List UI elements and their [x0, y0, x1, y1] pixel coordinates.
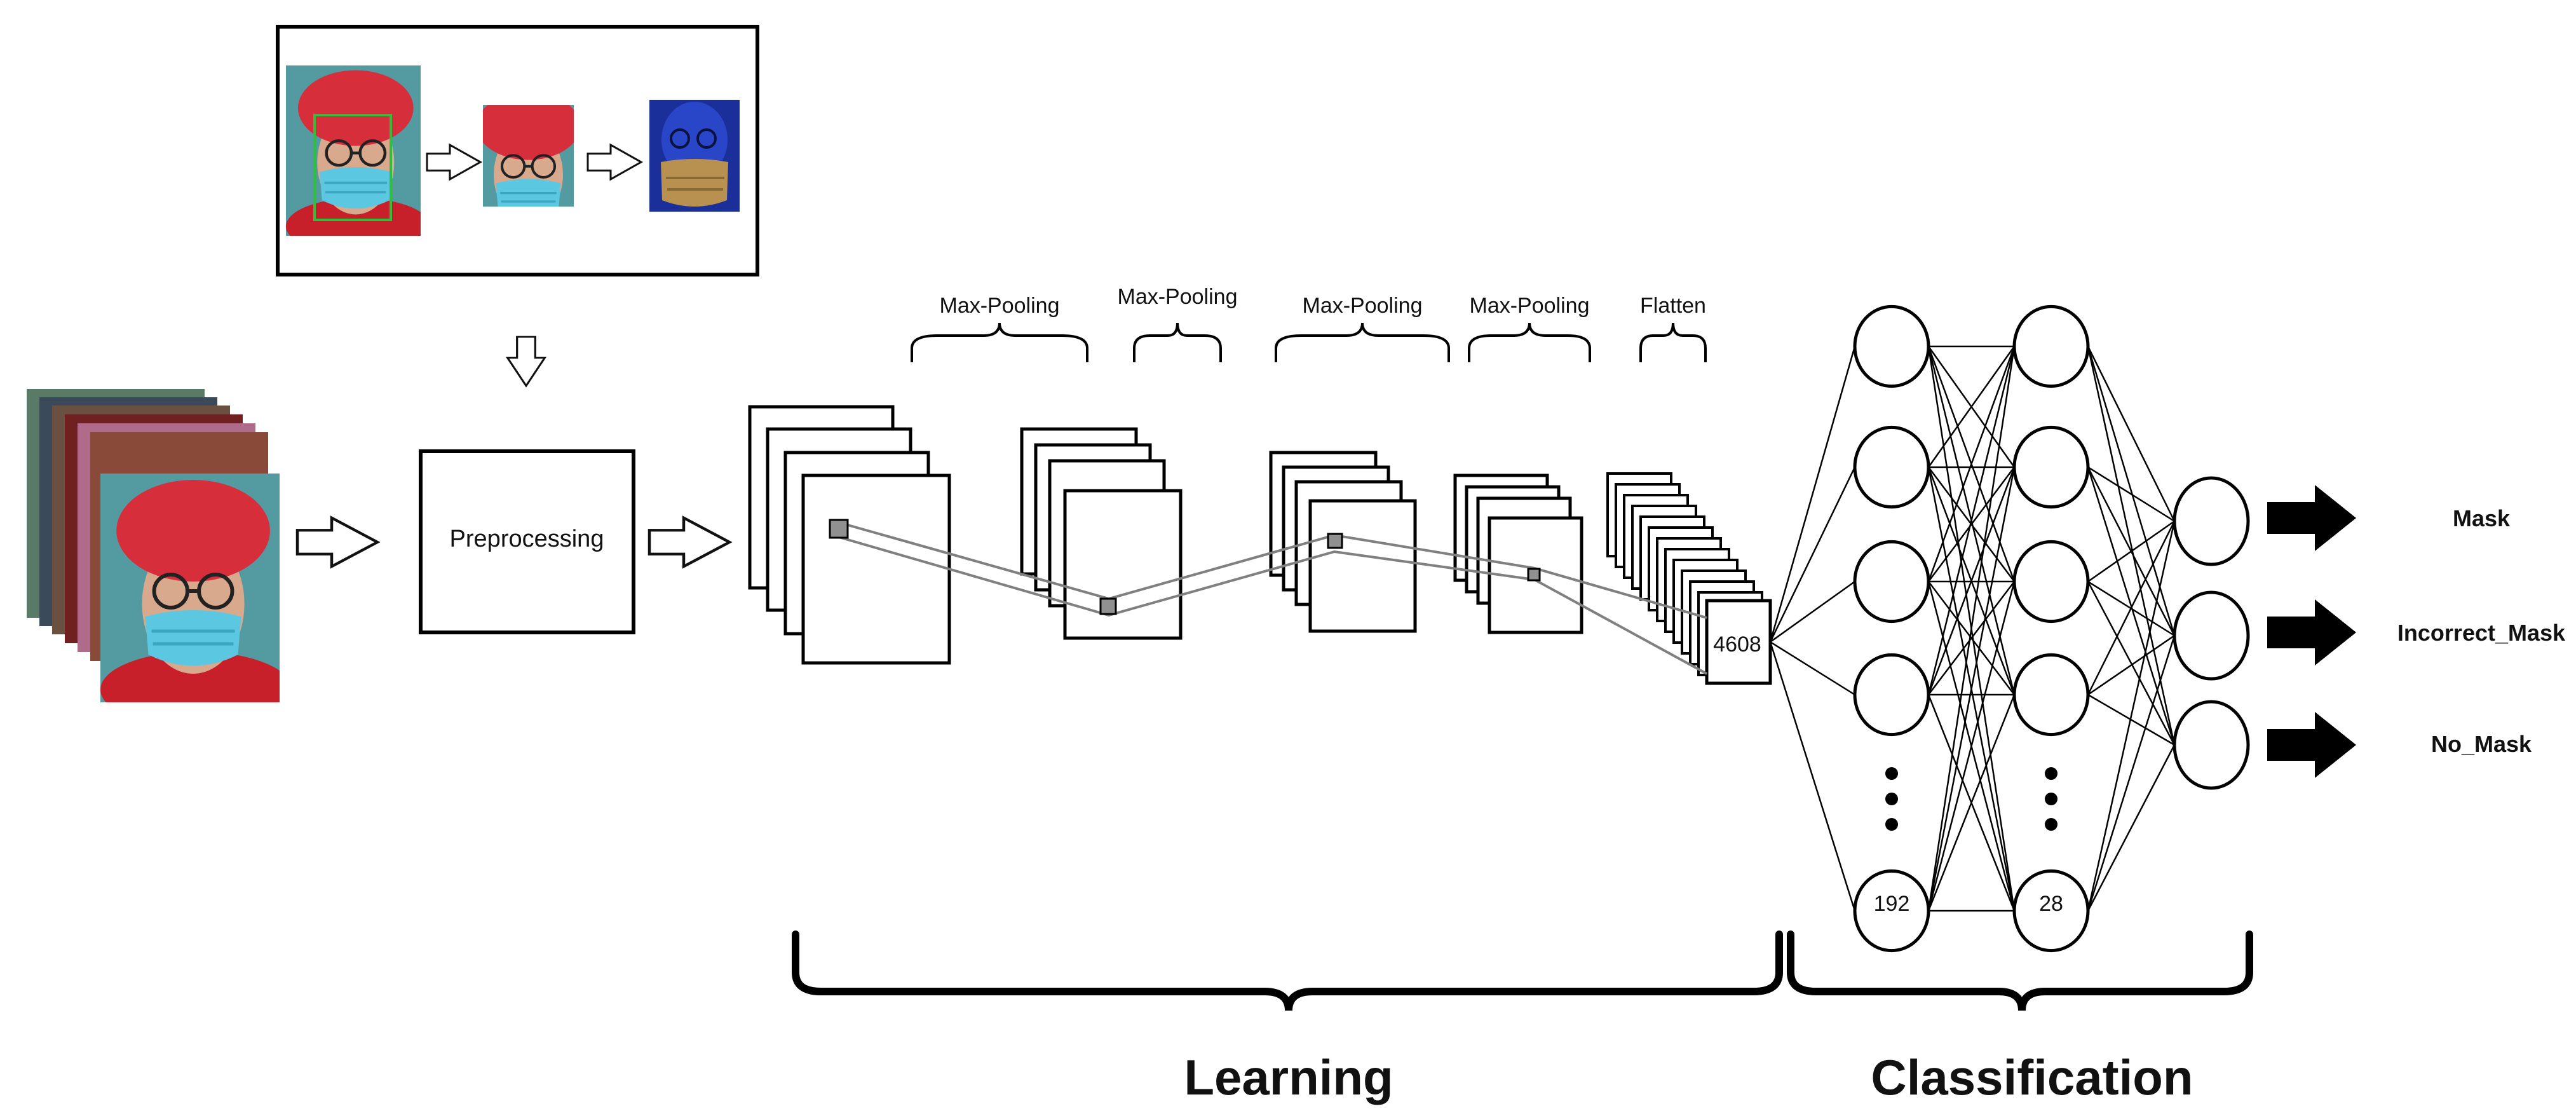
neuron-node — [1853, 304, 1930, 388]
connection-line — [1927, 346, 2016, 695]
ellipsis-dots-2 — [2045, 767, 2057, 831]
connection-line — [1927, 346, 2016, 582]
flatten-vector — [1705, 599, 1772, 685]
connection-line — [1770, 580, 1855, 643]
output-layer — [2173, 476, 2250, 790]
neuron-node — [2012, 425, 2090, 509]
neuron-node — [1853, 425, 1930, 509]
output-node — [2173, 700, 2250, 790]
conv-block-4 — [1453, 474, 1583, 634]
preprocessing-box — [419, 449, 635, 634]
bold-arrow-icon — [2267, 712, 2356, 778]
bold-arrow-icon — [2267, 599, 2356, 665]
max-pooling-label-2: Max-Pooling — [1118, 285, 1238, 309]
dense-layer-1 — [1853, 304, 1930, 953]
dense-layer-2-units: 28 — [2039, 892, 2063, 916]
input-image-stack — [27, 389, 292, 728]
output-node — [2173, 590, 2250, 681]
output-label-incorrect-mask: Incorrect_Mask — [2397, 620, 2566, 646]
connection-line — [2087, 634, 2175, 696]
connection-line — [2087, 635, 2176, 911]
max-pooling-label-3: Max-Pooling — [1303, 294, 1423, 318]
original-face-photo — [286, 65, 421, 236]
brace-pool-1 — [911, 322, 1088, 362]
connection-line — [1769, 641, 1856, 911]
dense-layer-1-units: 192 — [1874, 892, 1910, 916]
conv-block-1 — [748, 405, 951, 665]
learning-brace — [792, 931, 1783, 1011]
max-pooling-label-1: Max-Pooling — [940, 294, 1060, 318]
dense-connections — [1769, 345, 2176, 912]
connection-line — [2087, 346, 2176, 746]
preprocessing-label: Preprocessing — [450, 526, 604, 552]
output-node — [2173, 476, 2250, 566]
connection-line — [1927, 694, 2016, 911]
brace-pool-4 — [1468, 322, 1591, 362]
connection-line — [2087, 346, 2176, 522]
connection-line — [2087, 744, 2176, 911]
output-label-no-mask: No_Mask — [2431, 731, 2532, 757]
classification-brace — [1787, 931, 2253, 1011]
learning-label: Learning — [1184, 1049, 1393, 1105]
brace-pool-2 — [1133, 322, 1222, 362]
classification-label: Classification — [1871, 1049, 2193, 1105]
output-label-mask: Mask — [2453, 505, 2511, 531]
connection-line — [2087, 521, 2176, 911]
connection-line — [1928, 581, 2015, 695]
filtered-face-photo — [649, 100, 740, 212]
neuron-node — [1853, 869, 1930, 953]
face-detection-box — [313, 114, 392, 221]
connection-line — [1927, 346, 2016, 911]
neuron-node — [2012, 304, 2090, 388]
bold-arrow-icon — [2267, 485, 2356, 551]
connection-line — [1927, 467, 2016, 695]
ellipsis-dots-1 — [1885, 767, 1898, 831]
flatten-label: Flatten — [1640, 294, 1706, 318]
brace-pool-3 — [1275, 322, 1450, 362]
connection-line — [1769, 346, 1856, 643]
connection-line — [2087, 467, 2176, 746]
connection-line — [1927, 581, 2016, 911]
right-arrow-icon — [649, 518, 729, 567]
brace-flatten — [1639, 322, 1707, 362]
connection-line — [1928, 467, 2015, 582]
connection-line — [2087, 581, 2176, 746]
connection-line — [1927, 467, 2016, 911]
neuron-node — [2012, 540, 2090, 624]
filter-squares — [829, 519, 1541, 615]
conv-block-2 — [1020, 427, 1183, 640]
connection-line — [2087, 521, 2176, 695]
neuron-node — [2012, 869, 2090, 953]
neuron-node — [1853, 653, 1930, 737]
down-arrow-icon — [506, 336, 546, 387]
flatten-size-label: 4608 — [1713, 632, 1761, 657]
connection-line — [1769, 467, 1856, 643]
connection-line — [2087, 693, 2175, 746]
right-arrow-icon — [297, 518, 377, 567]
connection-line — [1927, 346, 2016, 468]
neuron-node — [1853, 540, 1930, 624]
neuron-node — [2012, 653, 2090, 737]
connection-line — [2087, 466, 2175, 522]
connection-line — [1770, 641, 1855, 696]
dense-layer-2 — [2012, 304, 2090, 953]
connection-line — [2087, 520, 2175, 583]
max-pooling-label-4: Max-Pooling — [1470, 294, 1590, 318]
